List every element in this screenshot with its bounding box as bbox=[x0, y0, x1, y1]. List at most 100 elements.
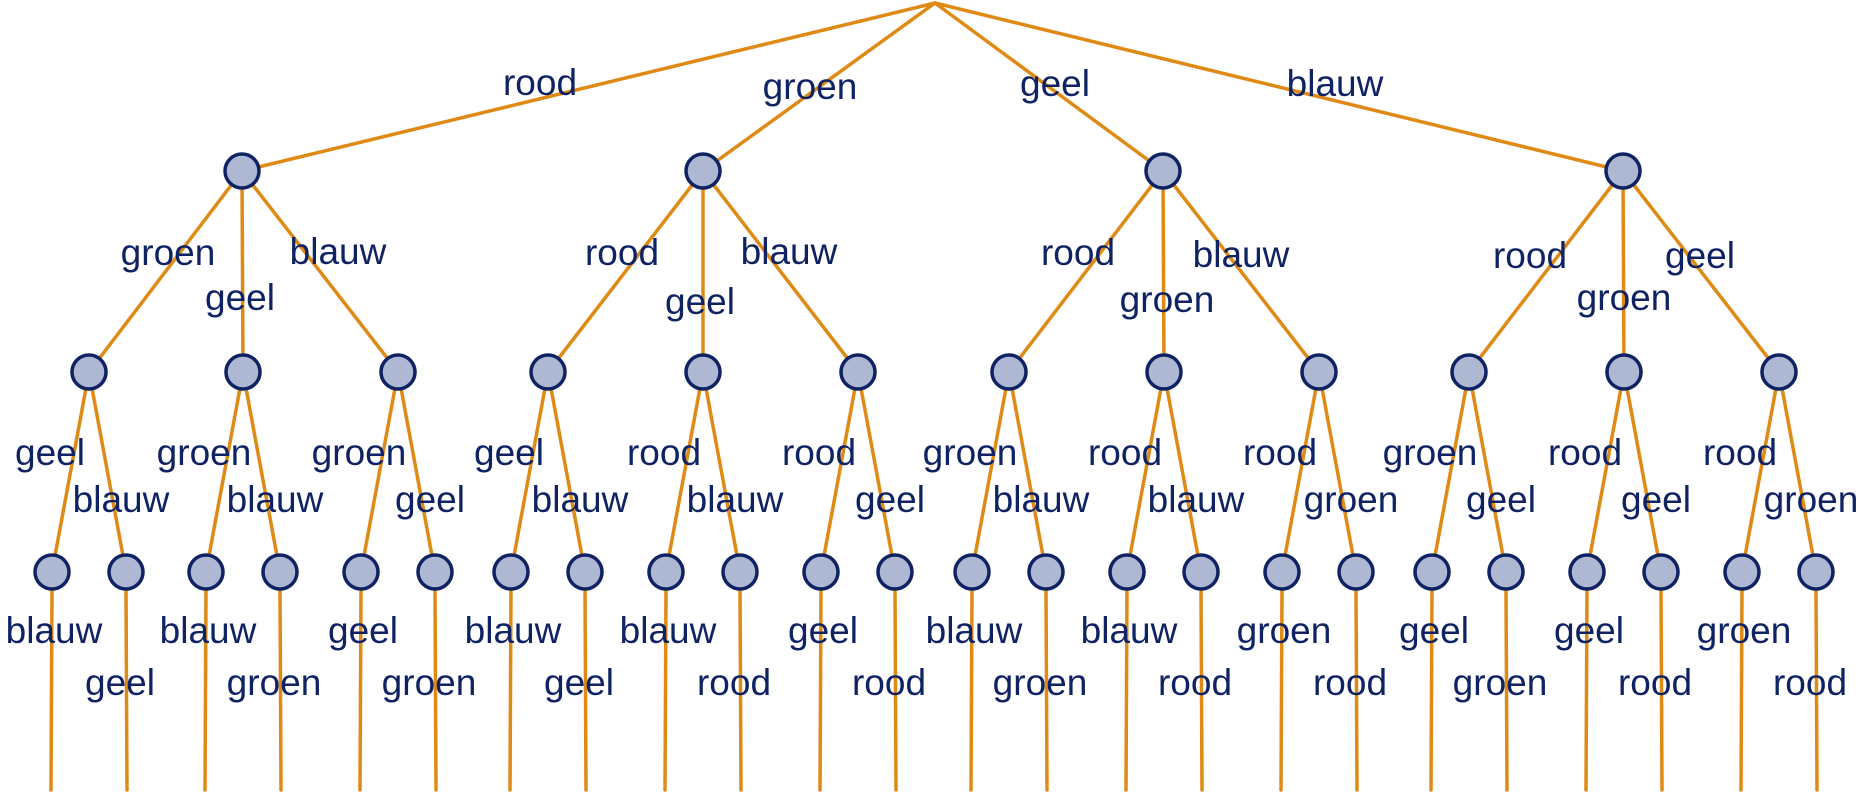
edge-label-level3: groen bbox=[157, 432, 252, 473]
edge-level3 bbox=[1317, 370, 1358, 574]
tree-node-level1 bbox=[1604, 152, 1642, 190]
edge-level4 bbox=[1429, 587, 1434, 792]
edge-label-level4: blauw bbox=[6, 610, 103, 651]
tree-node-level2 bbox=[1605, 353, 1643, 391]
edge-label-level2: groen bbox=[1120, 279, 1215, 320]
edge-label-level4: geel bbox=[85, 662, 155, 703]
edge-level4 bbox=[124, 587, 129, 792]
edge-level3 bbox=[970, 370, 1011, 574]
edge-label-level3: groen bbox=[1304, 479, 1399, 520]
edge-label-level4: rood bbox=[1618, 662, 1692, 703]
edge-label-level3: blauw bbox=[687, 479, 784, 520]
tree-node-level2 bbox=[379, 353, 417, 391]
tree-node-level3 bbox=[416, 553, 454, 591]
edge-label-level3: blauw bbox=[993, 479, 1090, 520]
edge-level4 bbox=[969, 587, 974, 792]
edge-label-level4: rood bbox=[697, 662, 771, 703]
edge-level2 bbox=[1467, 169, 1625, 374]
edge-label-level3: geel bbox=[15, 432, 85, 473]
tree-node-level3 bbox=[1337, 553, 1375, 591]
edge-label-level4: rood bbox=[852, 662, 926, 703]
tree-node-level3 bbox=[1182, 553, 1220, 591]
tree-node-level2 bbox=[1300, 353, 1338, 391]
edge-label-level1: geel bbox=[1020, 63, 1090, 104]
edge-label-level4: groen bbox=[1453, 662, 1548, 703]
edge-level2 bbox=[240, 169, 245, 374]
edge-level3 bbox=[664, 370, 705, 574]
edge-label-level3: blauw bbox=[1148, 479, 1245, 520]
edge-level3 bbox=[1430, 370, 1471, 574]
edge-label-level4: blauw bbox=[1081, 610, 1178, 651]
edge-level3 bbox=[1467, 370, 1508, 574]
edge-label-level4: geel bbox=[788, 610, 858, 651]
tree-nodes bbox=[33, 152, 1835, 591]
edge-level3 bbox=[1125, 370, 1166, 574]
edge-level4 bbox=[893, 587, 898, 792]
edge-level2 bbox=[701, 169, 860, 374]
edge-label-level3: groen bbox=[312, 432, 407, 473]
edge-label-level2: geel bbox=[1665, 235, 1735, 276]
edge-level4 bbox=[1504, 587, 1509, 792]
edge-level3 bbox=[1585, 370, 1626, 574]
tree-node-level3 bbox=[802, 553, 840, 591]
edge-level4 bbox=[818, 587, 823, 792]
edge-label-level3: rood bbox=[782, 432, 856, 473]
edge-label-level4: rood bbox=[1158, 662, 1232, 703]
edge-level2 bbox=[546, 169, 705, 374]
tree-node-level3 bbox=[187, 553, 225, 591]
edge-level4 bbox=[738, 587, 743, 792]
edge-level1 bbox=[701, 1, 937, 173]
edge-level1 bbox=[933, 1, 1625, 173]
edge-label-level3: groen bbox=[1764, 479, 1859, 520]
tree-node-level3 bbox=[566, 553, 604, 591]
edge-label-level4: blauw bbox=[620, 610, 717, 651]
edge-level4 bbox=[663, 587, 668, 792]
edge-label-level4: groen bbox=[382, 662, 477, 703]
edge-level3 bbox=[1162, 370, 1203, 574]
edge-label-level4: geel bbox=[1554, 610, 1624, 651]
edge-label-level3: geel bbox=[395, 479, 465, 520]
edge-level3 bbox=[241, 370, 282, 574]
tree-node-level3 bbox=[1642, 553, 1680, 591]
tree-node-level3 bbox=[1568, 553, 1606, 591]
edge-label-level3: blauw bbox=[532, 479, 629, 520]
tree-node-level3 bbox=[1108, 553, 1146, 591]
edge-label-level4: geel bbox=[1399, 610, 1469, 651]
tree-node-level3 bbox=[953, 553, 991, 591]
tree-labels: roodgroengeelblauwblauwgeelgeelgroenblau… bbox=[6, 62, 1859, 703]
edge-label-level2: rood bbox=[585, 232, 659, 273]
tree-node-level2 bbox=[990, 353, 1028, 391]
edge-level4 bbox=[358, 587, 363, 792]
edge-level2 bbox=[240, 169, 400, 374]
edge-level3 bbox=[701, 370, 742, 574]
tree-node-level2 bbox=[684, 353, 722, 391]
edge-label-level2: rood bbox=[1493, 235, 1567, 276]
edge-label-level3: blauw bbox=[73, 479, 170, 520]
edge-label-level3: rood bbox=[1703, 432, 1777, 473]
edge-level3 bbox=[359, 370, 400, 574]
edge-level3 bbox=[50, 370, 91, 574]
tree-node-level1 bbox=[1144, 152, 1182, 190]
edge-level4 bbox=[508, 587, 513, 792]
edge-label-level3: rood bbox=[627, 432, 701, 473]
tree-node-level2 bbox=[1145, 353, 1183, 391]
edge-level2 bbox=[1007, 169, 1165, 374]
edge-label-level3: blauw bbox=[227, 479, 324, 520]
edge-level3 bbox=[1007, 370, 1048, 574]
edge-label-level4: blauw bbox=[926, 610, 1023, 651]
tree-node-level3 bbox=[1487, 553, 1525, 591]
tree-node-level3 bbox=[647, 553, 685, 591]
edge-level3 bbox=[856, 370, 897, 574]
edge-label-level3: rood bbox=[1243, 432, 1317, 473]
edge-level4 bbox=[278, 587, 283, 792]
tree-node-level2 bbox=[529, 353, 567, 391]
edge-level3 bbox=[396, 370, 437, 574]
edge-level4 bbox=[49, 587, 54, 792]
edge-level3 bbox=[509, 370, 550, 574]
edge-level4 bbox=[1354, 587, 1359, 792]
edge-level4 bbox=[1199, 587, 1204, 792]
tree-node-level3 bbox=[107, 553, 145, 591]
tree-node-level3 bbox=[1797, 553, 1835, 591]
tree-node-level3 bbox=[342, 553, 380, 591]
